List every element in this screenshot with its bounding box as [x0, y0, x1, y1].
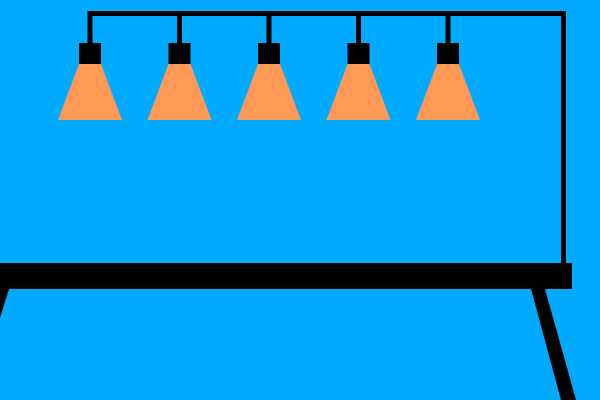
frame-top-bar: [88, 11, 565, 16]
lamp-cord: [87, 11, 93, 45]
lamps-group: [58, 11, 480, 120]
lamp-shade: [147, 64, 212, 120]
lamp-socket: [437, 43, 459, 64]
lamp-1: [58, 11, 122, 120]
lamp-cord: [266, 11, 272, 45]
lamp-shade: [326, 64, 391, 120]
lamp-socket: [168, 43, 191, 64]
lamp-4: [326, 11, 391, 120]
frame-right-post: [561, 11, 566, 267]
lamp-socket: [79, 43, 101, 64]
table: [0, 263, 576, 400]
overhead-frame: [88, 11, 566, 267]
lamp-shade: [237, 64, 301, 120]
lamp-2: [147, 11, 212, 120]
lamp-socket: [258, 43, 280, 64]
lamp-shade: [416, 64, 480, 120]
lamp-shade: [58, 64, 122, 120]
lamp-3: [237, 11, 301, 120]
lamp-socket: [347, 43, 370, 64]
lamp-cord: [177, 11, 182, 45]
lamp-5: [416, 11, 480, 120]
table-left-leg: [0, 289, 9, 318]
lamp-cord: [445, 11, 451, 45]
table-right-leg: [531, 289, 576, 400]
table-top: [0, 263, 572, 289]
lamp-cord: [356, 11, 361, 45]
